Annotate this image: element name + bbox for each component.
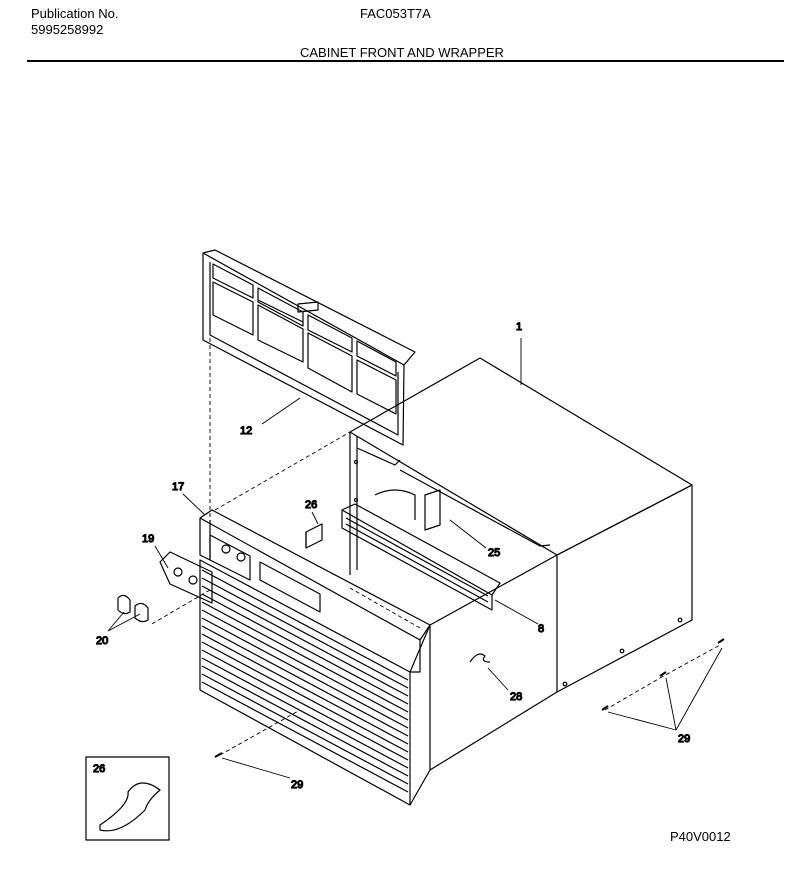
callout-20: 20 [96, 635, 108, 647]
callout-28: 28 [510, 691, 522, 703]
header-rule [27, 60, 784, 62]
inner-partition [353, 447, 551, 547]
callout-19: 19 [142, 533, 154, 545]
callout-29-left: 29 [291, 779, 303, 791]
clip-28 [469, 653, 491, 663]
cabinet-wrapper [349, 357, 693, 771]
control-overlay [159, 551, 213, 604]
callout-1: 1 [516, 321, 522, 333]
guide-rail [341, 503, 501, 611]
callout-29-right: 29 [678, 733, 690, 745]
callout-25: 25 [488, 547, 500, 559]
inset-detail [85, 756, 170, 841]
model-number: FAC053T7A [360, 6, 431, 21]
callout-26: 26 [305, 499, 317, 511]
bracket-26 [305, 523, 323, 549]
section-title: CABINET FRONT AND WRAPPER [300, 45, 504, 60]
assembly-dash-lines [149, 338, 721, 756]
front-grille [199, 559, 431, 806]
leader-lines [107, 338, 723, 779]
cabinet-front [199, 509, 431, 673]
knobs [117, 594, 149, 623]
publication-number: 5995258992 [31, 22, 104, 37]
air-filter [202, 249, 416, 446]
screws [214, 638, 725, 758]
callout-17: 17 [172, 481, 184, 493]
callout-8: 8 [538, 623, 544, 635]
drawing-code: P40V0012 [670, 829, 731, 844]
callout-12: 12 [240, 425, 252, 437]
publication-label: Publication No. [31, 6, 119, 21]
callout-26-inset: 26 [93, 763, 105, 775]
